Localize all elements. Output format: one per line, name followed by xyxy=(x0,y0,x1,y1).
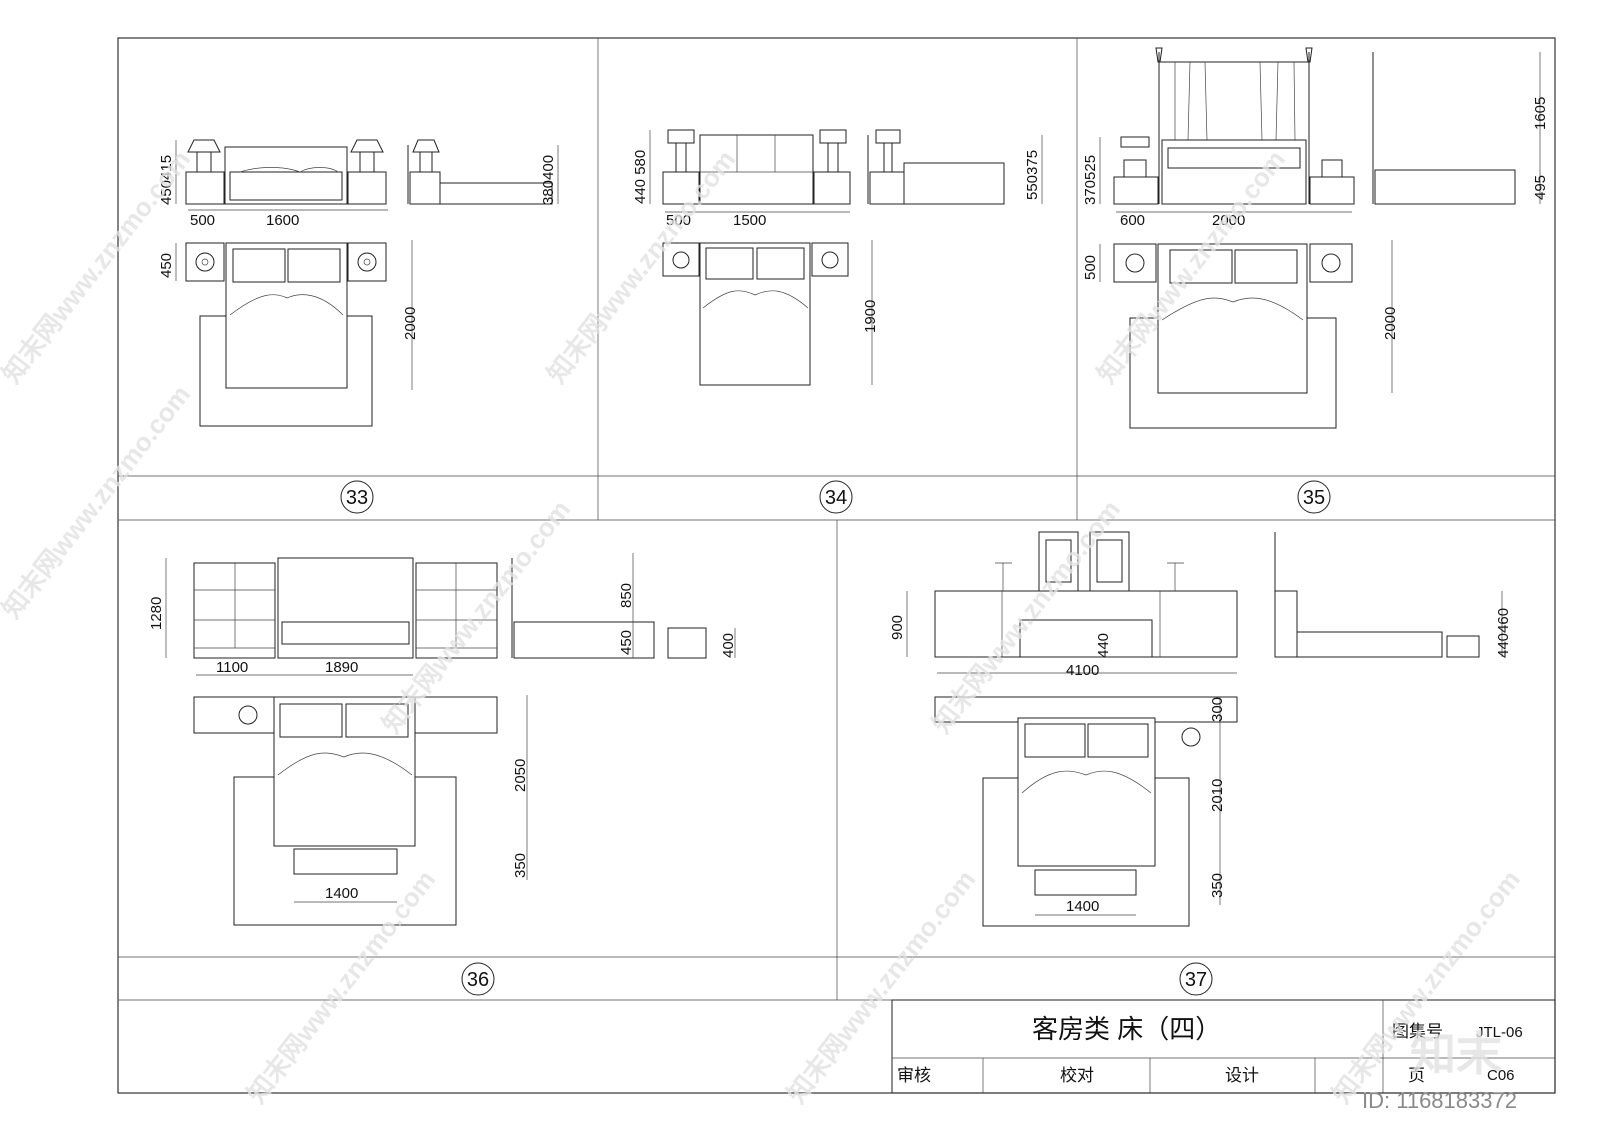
dim-35-1: 370525 xyxy=(1082,155,1099,205)
dim-37-3: 440460 xyxy=(1495,608,1512,658)
dim-35-4: 600 xyxy=(1120,212,1145,229)
dim-37-2: 440 xyxy=(1095,633,1112,658)
dim-34-2: 550375 xyxy=(1024,150,1041,200)
dim-33-1: 450415 xyxy=(158,155,175,205)
dim-37-7: 350 xyxy=(1209,873,1226,898)
dim-34-5: 1900 xyxy=(862,300,879,333)
dim-36-7: 2050 xyxy=(512,759,529,792)
dim-34-1: 440 580 xyxy=(632,150,649,204)
dim-35-6: 500 xyxy=(1082,255,1099,280)
page-label: 页 xyxy=(1408,1066,1425,1085)
dim-35-2: 1605 xyxy=(1532,97,1549,130)
panel-34: 440 580 550375 500 1500 1900 34 xyxy=(632,129,1043,514)
atlas-value: JTL-06 xyxy=(1476,1024,1523,1041)
dim-36-8: 350 xyxy=(512,853,529,878)
panel-37-number: 37 xyxy=(1185,969,1207,991)
panel-37: 900 440 440460 4100 300 2010 350 1400 37 xyxy=(889,531,1512,996)
dim-33-2: 380400 xyxy=(540,155,557,205)
dim-34-3: 500 xyxy=(666,212,691,229)
dim-36-2: 850 xyxy=(618,583,635,608)
panel-35-number: 35 xyxy=(1303,487,1325,509)
dim-36-6: 1890 xyxy=(325,659,358,676)
dim-37-1: 900 xyxy=(889,615,906,640)
panel-33: 450415 380400 500 1600 450 2000 33 xyxy=(158,139,559,514)
dim-37-5: 300 xyxy=(1209,697,1226,722)
review-label: 审核 xyxy=(897,1066,931,1085)
check-label: 校对 xyxy=(1060,1066,1094,1085)
dim-36-4: 400 xyxy=(720,633,737,658)
dim-35-3: 495 xyxy=(1532,175,1549,200)
dim-33-6: 2000 xyxy=(402,307,419,340)
dim-37-6: 2010 xyxy=(1209,779,1226,812)
panel-34-number: 34 xyxy=(825,487,847,509)
design-label: 设计 xyxy=(1225,1066,1259,1085)
dim-36-5: 1100 xyxy=(216,659,248,676)
dim-37-4: 4100 xyxy=(1066,662,1099,679)
dim-35-7: 2000 xyxy=(1382,307,1399,340)
watermark-id: ID: 1168183372 xyxy=(1362,1088,1517,1113)
page-value: C06 xyxy=(1487,1067,1515,1084)
sheet-frame xyxy=(117,37,1556,1094)
dim-35-5: 2000 xyxy=(1212,212,1245,229)
watermark-text: 知末网www.znzmo.com xyxy=(781,864,981,1108)
panel-33-number: 33 xyxy=(346,487,368,509)
title-block: 客房类 床（四） 图集号 JTL-06 审核 校对 设计 页 C06 xyxy=(891,999,1556,1094)
atlas-label: 图集号 xyxy=(1392,1022,1443,1041)
panel-36: 1280 850 450 400 1100 1890 2050 350 1400… xyxy=(148,553,737,996)
dim-34-4: 1500 xyxy=(733,212,766,229)
watermark-text: 知末网www.znzmo.com xyxy=(0,379,196,623)
dim-33-3: 500 xyxy=(190,212,215,229)
dim-33-5: 450 xyxy=(158,253,175,278)
panel-36-number: 36 xyxy=(467,969,489,991)
dim-36-1: 1280 xyxy=(148,597,165,630)
dim-36-3: 450 xyxy=(618,630,635,655)
dim-36-9: 1400 xyxy=(325,885,358,902)
panel-35: 370525 1605 495 600 2000 500 2000 35 xyxy=(1082,47,1549,514)
dim-37-8: 1400 xyxy=(1066,898,1099,915)
watermark-logo: 知末 xyxy=(1410,1028,1502,1080)
dim-33-4: 1600 xyxy=(266,212,299,229)
sheet-title: 客房类 床（四） xyxy=(1032,1014,1221,1044)
